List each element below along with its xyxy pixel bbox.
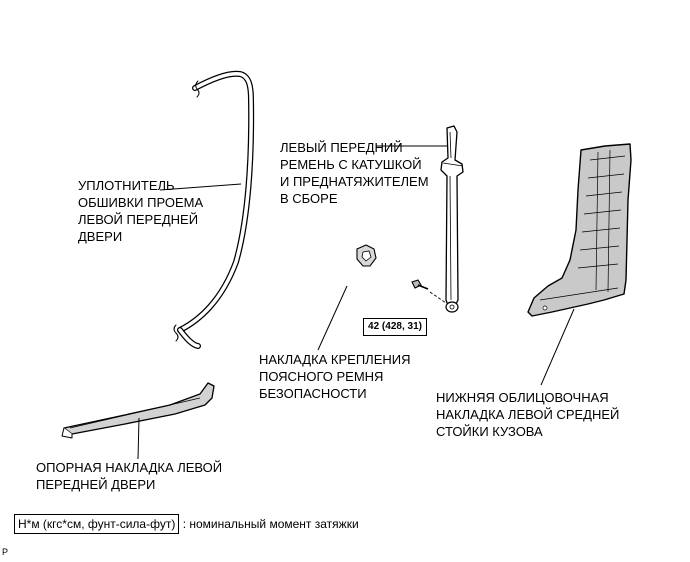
label-pillar-garnish: НИЖНЯЯ ОБЛИЦОВОЧНАЯ НАКЛАДКА ЛЕВОЙ СРЕДН… bbox=[436, 389, 619, 440]
label-line: НАКЛАДКА ЛЕВОЙ СРЕДНЕЙ bbox=[436, 407, 620, 422]
label-anchor-cover: НАКЛАДКА КРЕПЛЕНИЯ ПОЯСНОГО РЕМНЯ БЕЗОПА… bbox=[259, 351, 411, 402]
label-line: ПОЯСНОГО РЕМНЯ bbox=[259, 369, 384, 384]
torque-legend-text: : номинальный момент затяжки bbox=[182, 517, 359, 531]
leader-lines bbox=[137, 145, 575, 460]
bolt-icon bbox=[411, 279, 447, 304]
torque-legend: Н*м (кгс*см, фунт-сила-фут) : номинальны… bbox=[14, 514, 359, 534]
label-line: РЕМЕНЬ С КАТУШКОЙ bbox=[280, 157, 422, 172]
center-pillar-garnish bbox=[527, 143, 632, 317]
label-line: БЕЗОПАСНОСТИ bbox=[259, 386, 367, 401]
label-line: ПЕРЕДНЕЙ ДВЕРИ bbox=[36, 477, 156, 492]
label-line: СТОЙКИ КУЗОВА bbox=[436, 424, 543, 439]
door-weatherstrip bbox=[173, 70, 255, 349]
torque-unit-box: Н*м (кгс*см, фунт-сила-фут) bbox=[14, 514, 180, 534]
label-weatherstrip: УПЛОТНИТЕЛЬ ОБШИВКИ ПРОЕМА ЛЕВОЙ ПЕРЕДНЕ… bbox=[78, 177, 203, 245]
label-line: НИЖНЯЯ ОБЛИЦОВОЧНАЯ bbox=[436, 390, 609, 405]
label-seatbelt: ЛЕВЫЙ ПЕРЕДНИЙ РЕМЕНЬ С КАТУШКОЙ И ПРЕДН… bbox=[280, 139, 429, 207]
label-line: УПЛОТНИТЕЛЬ bbox=[78, 178, 175, 193]
label-line: В СБОРЕ bbox=[280, 191, 338, 206]
label-line: НАКЛАДКА КРЕПЛЕНИЯ bbox=[259, 352, 411, 367]
label-line: ОПОРНАЯ НАКЛАДКА ЛЕВОЙ bbox=[36, 460, 223, 475]
anchor-cover bbox=[356, 244, 377, 267]
corner-mark: P bbox=[2, 547, 9, 557]
label-line: ЛЕВОЙ ПЕРЕДНЕЙ bbox=[78, 212, 199, 227]
torque-value-box: 42 (428, 31) bbox=[363, 318, 427, 336]
label-line: ДВЕРИ bbox=[78, 229, 123, 244]
label-line: И ПРЕДНАТЯЖИТЕЛЕМ bbox=[280, 174, 429, 189]
label-line: ОБШИВКИ ПРОЕМА bbox=[78, 195, 204, 210]
seatbelt-assembly bbox=[440, 125, 464, 313]
door-scuff-plate bbox=[61, 382, 215, 439]
label-line: ЛЕВЫЙ ПЕРЕДНИЙ bbox=[280, 140, 403, 155]
label-scuff-plate: ОПОРНАЯ НАКЛАДКА ЛЕВОЙ ПЕРЕДНЕЙ ДВЕРИ bbox=[36, 459, 222, 493]
